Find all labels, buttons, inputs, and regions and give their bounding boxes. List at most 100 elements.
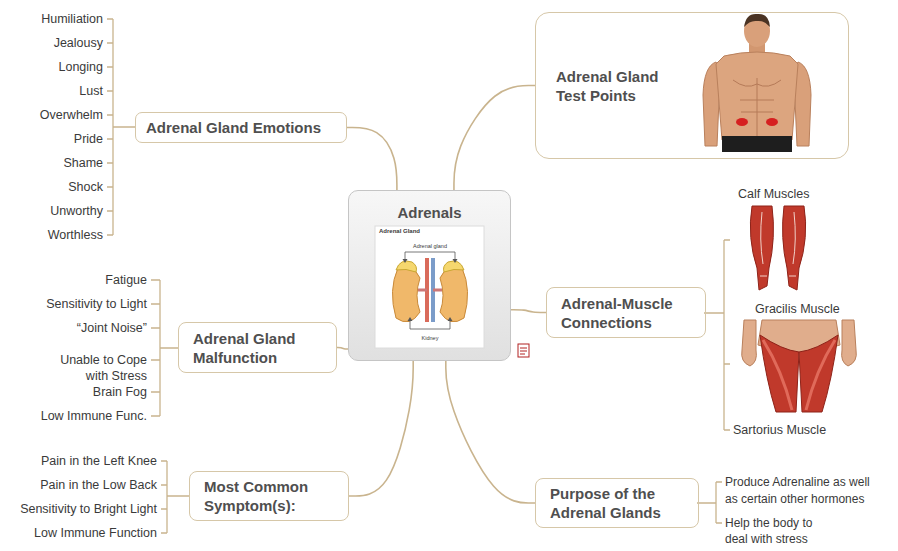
leaf-topic: Low Immune Func. (41, 409, 147, 423)
branch-connector (446, 361, 535, 503)
adrenal-gland (396, 261, 417, 272)
kidney (392, 266, 420, 321)
muscle-lines (733, 78, 781, 136)
label-holder: Produce Adrenaline as well as certain ot… (725, 474, 877, 508)
branch-topic: Adrenal Gland Emotions (135, 112, 347, 143)
label-holder: Sartorius Muscle (733, 422, 826, 438)
leaf-topic: Sensitivity to Light (46, 297, 147, 311)
sartorius-stripe (763, 340, 835, 410)
test-point (766, 118, 778, 126)
hand (842, 320, 857, 366)
leaf-topic: Humiliation (41, 12, 103, 26)
topic-text: Adrenals (397, 203, 461, 222)
label-holder: “Joint Noise” (77, 320, 147, 336)
leaf-topic: Pain in the Left Knee (41, 454, 157, 468)
label-holder: Sensitivity to Bright Light (20, 501, 157, 517)
illustration-label: Kidney (422, 335, 439, 341)
leaf-topic: Sensitivity to Bright Light (20, 502, 157, 516)
label-holder: Brain Fog (93, 384, 147, 400)
branch-topic: Adrenal Gland Malfunction (178, 322, 337, 373)
leaf-topic: Shock (68, 180, 103, 194)
label-holder: Lust (79, 83, 103, 99)
label-holder: Low Immune Func. (41, 408, 147, 424)
leaf-topic: Shame (63, 156, 103, 170)
illustration-label: Adrenal gland (413, 243, 447, 249)
topic-text: Adrenal Gland Emotions (146, 118, 321, 137)
leaf-topic: Pain in the Low Back (40, 478, 157, 492)
renal-vessel (418, 289, 442, 292)
leader-line (410, 321, 450, 329)
topic-text: Purpose of the Adrenal Glands (550, 484, 684, 522)
leaf-bracket (704, 240, 730, 430)
label-holder: Pain in the Low Back (40, 477, 157, 493)
leaf-topic: Fatigue (105, 273, 147, 287)
leaf-topic: Unworthy (50, 204, 103, 218)
bracket-group (107, 19, 730, 533)
test-point (736, 118, 748, 126)
branch-connector (349, 361, 413, 496)
leaf-topic: Jealousy (54, 36, 103, 50)
topic-text: Adrenal-Muscle Connections (561, 294, 691, 332)
shorts (722, 136, 792, 152)
leaf-topic: Pride (74, 132, 103, 146)
label-holder: Humiliation (41, 11, 103, 27)
calf-muscle (750, 206, 773, 290)
leaf-topic: “Joint Noise” (77, 321, 147, 335)
leaf-topic: Unable to Cope with Stress (60, 353, 147, 383)
kidney (440, 266, 468, 321)
note-icon (518, 344, 529, 357)
label-holder: Help the body to deal with stress (725, 515, 825, 547)
label-holder: Calf Muscles (738, 186, 810, 202)
topic-text: Most Common Symptom(s): (204, 477, 334, 515)
label-holder: Fatigue (105, 272, 147, 288)
leaf-topic: Help the body to deal with stress (725, 516, 812, 546)
central-backdrop (349, 191, 511, 361)
leaf-bracket (697, 482, 722, 523)
label-holder: Shame (63, 155, 103, 171)
label-holder: Unworthy (50, 203, 103, 219)
branch-topic: Purpose of the Adrenal Glands (535, 478, 699, 528)
label-holder: Jealousy (54, 35, 103, 51)
muscle-label: Calf Muscles (738, 187, 810, 201)
label-holder: Kidney (400, 335, 460, 342)
leader-line (405, 252, 455, 259)
tendon-lines (760, 212, 796, 276)
label-holder: Unable to Cope with Stress (39, 352, 147, 384)
hand (742, 320, 757, 366)
leaf-topic: Longing (59, 60, 104, 74)
label-holder: Adrenal Gland (379, 228, 420, 235)
label-holder: Overwhelm (40, 107, 103, 123)
leaf-topic: Overwhelm (40, 108, 103, 122)
calf-muscle (783, 206, 806, 290)
illustration-title: Adrenal Gland (379, 228, 420, 234)
leaf-bracket (107, 19, 135, 235)
label-holder: Sensitivity to Light (46, 296, 147, 312)
branch-connector (454, 86, 535, 191)
branch-topic: Adrenal-Muscle Connections (546, 287, 706, 338)
leaf-topic: Produce Adrenaline as well as certain ot… (725, 475, 870, 506)
label-holder: Longing (59, 59, 104, 75)
topic-text: Adrenal Gland Malfunction (193, 329, 322, 367)
leaf-bracket (151, 280, 178, 416)
label-holder: Shock (68, 179, 103, 195)
leaf-bracket (161, 461, 189, 533)
branch-topic: Adrenal Gland Test Points (535, 12, 849, 159)
illustration-panel (375, 226, 484, 348)
hair (744, 14, 770, 27)
label-holder: Gracilis Muscle (755, 301, 840, 317)
leaf-topic: Brain Fog (93, 385, 147, 399)
note-icon-lines (520, 348, 527, 354)
leaf-topic: Low Immune Function (34, 526, 157, 540)
arrow-head (408, 317, 453, 321)
label-holder: Pride (74, 131, 103, 147)
branch-connector (511, 310, 546, 313)
muscle-label: Gracilis Muscle (755, 302, 840, 316)
branch-topic: Most Common Symptom(s): (189, 471, 349, 521)
label-holder: Pain in the Left Knee (41, 453, 157, 469)
adrenal-gland (444, 261, 465, 272)
label-holder: Adrenal gland (400, 243, 460, 250)
muscle-label: Sartorius Muscle (733, 423, 826, 437)
arrow-head (403, 259, 458, 263)
leaf-topic: Lust (79, 84, 103, 98)
